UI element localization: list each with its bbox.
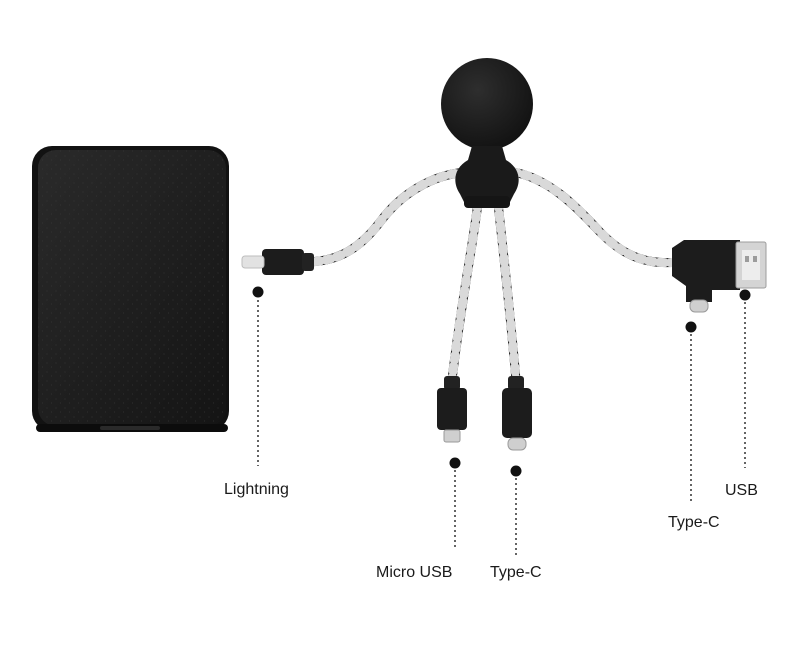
micro-usb-label: Micro USB — [376, 564, 453, 581]
braided-cables — [300, 167, 683, 385]
micro-usb-connector — [437, 376, 467, 443]
usb-label: USB — [725, 482, 758, 499]
lightning-dot — [252, 286, 264, 298]
type-c-center-label: Type-C — [490, 564, 542, 581]
type-c-center-connector — [502, 376, 532, 451]
lightning-label: Lightning — [224, 481, 289, 498]
micro-usb-dot — [449, 457, 461, 469]
cable-hub-character — [441, 58, 533, 208]
leader-dots — [252, 286, 751, 477]
leader-lines — [257, 300, 746, 556]
type-c-center-dot — [510, 465, 522, 477]
power-bank — [32, 146, 229, 432]
usb-type-c-dual-connector — [672, 240, 767, 313]
usb-dot — [739, 289, 751, 301]
type-c-right-dot — [685, 321, 697, 333]
type-c-right-label: Type-C — [668, 514, 720, 531]
lightning-connector — [241, 249, 314, 275]
